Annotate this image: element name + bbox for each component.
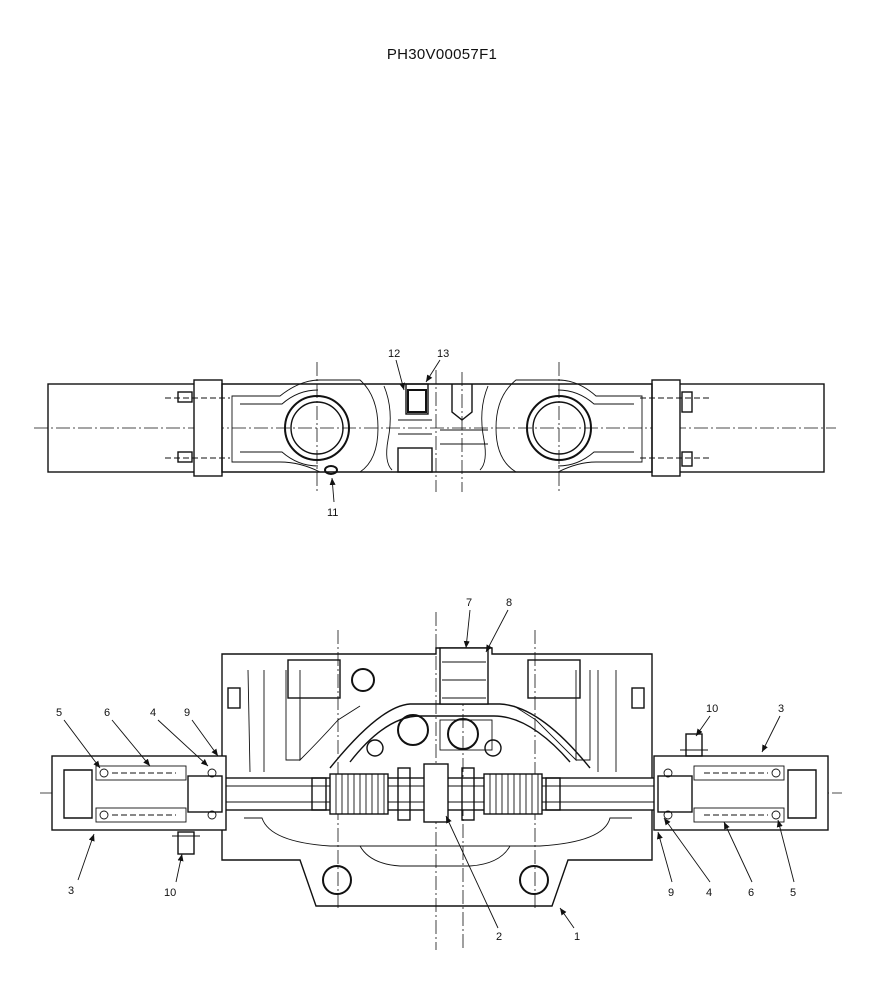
top-view xyxy=(34,362,836,492)
callouts-bottom-left: 5 6 4 9 3 10 xyxy=(56,707,219,899)
callout-10-left: 10 xyxy=(164,887,176,899)
section-view xyxy=(40,612,842,950)
callout-7: 7 xyxy=(466,597,472,609)
spool-lands-left xyxy=(329,773,389,815)
callout-6-left: 6 xyxy=(104,707,110,719)
spool-lands-right xyxy=(483,773,543,815)
callout-3-left: 3 xyxy=(68,885,74,897)
callout-5-right: 5 xyxy=(790,887,796,899)
callout-3-right: 3 xyxy=(778,703,784,715)
callout-5-left: 5 xyxy=(56,707,62,719)
callouts-bottom-center: 7 8 2 1 xyxy=(445,597,580,943)
callout-4-left: 4 xyxy=(150,707,156,719)
callout-10-right: 10 xyxy=(706,703,718,715)
top-callouts: 12 13 11 xyxy=(327,348,449,519)
drawing-code: PH30V00057F1 xyxy=(386,46,498,63)
callout-8: 8 xyxy=(506,597,512,609)
callout-2: 2 xyxy=(496,931,502,943)
callout-12: 12 xyxy=(388,348,400,360)
callout-13: 13 xyxy=(437,348,449,360)
callout-9-right: 9 xyxy=(668,887,674,899)
callout-6-right: 6 xyxy=(748,887,754,899)
callout-9-left: 9 xyxy=(184,707,190,719)
callout-4-right: 4 xyxy=(706,887,712,899)
callout-11: 11 xyxy=(327,507,338,519)
callout-1: 1 xyxy=(574,931,580,943)
callouts-bottom-right: 10 3 9 4 6 5 xyxy=(656,703,796,899)
